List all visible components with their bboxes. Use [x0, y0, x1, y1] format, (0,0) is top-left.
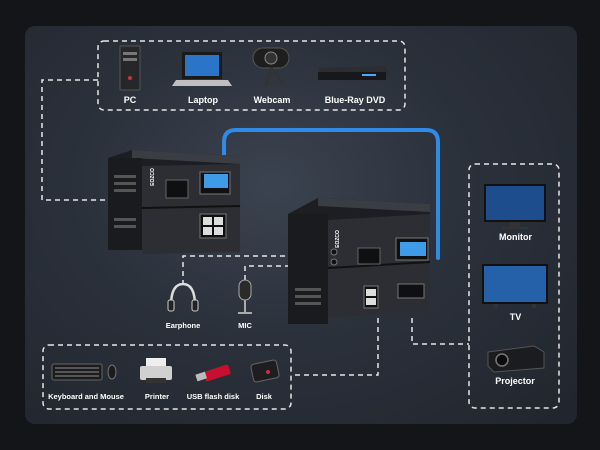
bluray-dvd-icon [318, 66, 390, 80]
mic-line [244, 265, 330, 280]
kvm-transmitter-unit [108, 150, 241, 254]
usb-hub-to-peripherals-line [291, 318, 379, 376]
brand-logo-transmitter: EOZCO [150, 168, 156, 186]
laptop-label: Laptop [188, 95, 218, 105]
earphone-line [182, 255, 302, 285]
mic-icon [238, 279, 252, 314]
earphone-icon [167, 282, 199, 312]
usb-flash-disk-label: USB flash disk [186, 392, 240, 401]
tv-icon [482, 264, 548, 308]
kvm-receiver-unit [288, 198, 431, 324]
projector-label: Projector [495, 376, 535, 386]
keyboard-mouse-label: Keyboard and Mouse [48, 392, 124, 401]
brand-logo-receiver: EOZCO [335, 230, 341, 248]
webcam-icon [252, 47, 290, 87]
laptop-icon [172, 52, 232, 86]
disk-icon [250, 359, 280, 383]
usb-flash-disk-icon [195, 364, 231, 382]
earphone-label: Earphone [165, 321, 201, 330]
peripherals-group-box [42, 344, 292, 410]
pc-label: PC [123, 95, 137, 105]
bluray-dvd-label: Blue-Ray DVD [324, 95, 386, 105]
tv-label: TV [509, 312, 522, 322]
disk-label: Disk [256, 392, 272, 401]
keyboard-mouse-icon [51, 363, 117, 381]
displays-group-box [468, 163, 560, 409]
printer-icon [140, 358, 172, 383]
pc-icon [119, 45, 141, 91]
projector-icon [487, 345, 545, 373]
hdmi-to-displays-line [411, 318, 469, 345]
webcam-label: Webcam [253, 95, 291, 105]
mic-label: MIC [238, 321, 252, 330]
sources-to-kvm-line [41, 79, 108, 201]
sources-group-box [97, 40, 406, 111]
blue-usb-cable [222, 128, 440, 260]
printer-label: Printer [144, 392, 170, 401]
monitor-icon [484, 184, 546, 229]
monitor-label: Monitor [499, 232, 532, 242]
